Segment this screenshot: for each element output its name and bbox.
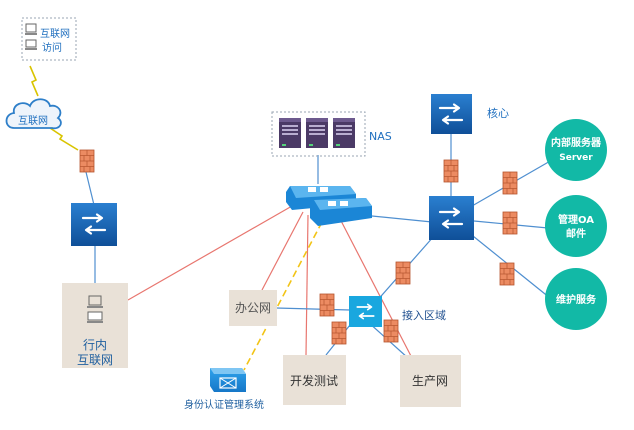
office-net-label: 办公网 [235,300,271,315]
firewall-icon [502,211,518,235]
auth-device-icon [210,368,246,392]
access-zone-label: 接入区域 [402,309,446,322]
firewall-icon [502,171,518,195]
internal-server-pill[interactable]: 内部服务器 Server [545,119,607,181]
internet-access-node: 互联网 访问 [21,17,77,61]
switch-icon-central-front [310,198,372,226]
central-switch-stack [286,186,372,226]
internal-server-label-1: 内部服务器 [551,136,602,149]
firewall-icon [79,149,95,173]
firewall-icon [395,261,411,285]
server-icon [306,118,328,148]
switch-icon-right [429,196,474,240]
firewall-icon [383,319,399,343]
switch-icon-left [71,203,117,246]
production-label: 生产网 [412,374,448,388]
internet-cloud-label: 互联网 [18,115,48,127]
lightning-link-cloud [49,127,79,151]
computer-icon [87,295,103,323]
internal-internet-panel: 行内 互联网 [62,283,128,368]
nas-node: NAS [271,111,392,157]
production-panel: 生产网 [400,355,461,407]
internal-internet-label-2: 互联网 [77,353,113,367]
internal-internet-box [62,283,128,368]
firewall-icon [319,293,335,317]
internet-access-label-2: 访问 [42,41,62,54]
office-net-panel: 办公网 [229,290,277,326]
auth-system-node: 身份认证管理系统 [184,368,264,411]
switch-icon-access [349,296,382,327]
auth-system-label: 身份认证管理系统 [184,398,264,411]
dev-test-label: 开发测试 [290,373,338,388]
server-icon [279,118,301,148]
lightning-link-top [29,65,39,97]
mail-pill[interactable]: 管理OA 邮件 [545,195,607,257]
server-icon [333,118,355,148]
cloud-icon: 互联网 [5,98,62,130]
internet-access-label-1: 互联网 [40,28,70,40]
nas-frame [271,111,366,157]
firewall-icon [499,262,515,286]
internal-server-label-2: Server [559,153,593,163]
switch-icon-core [431,94,472,134]
mail-label-1: 管理OA [558,213,594,226]
computer-icon [25,23,37,50]
mail-label-2: 邮件 [566,227,586,240]
internal-internet-label-1: 行内 [83,338,107,352]
maintenance-pill[interactable]: 维护服务 [545,268,607,330]
core-label: 核心 [487,106,509,120]
nas-label: NAS [369,130,392,143]
maintenance-label: 维护服务 [556,293,597,306]
firewall-icon [443,159,459,183]
dev-test-panel: 开发测试 [283,355,346,405]
firewall-icon [331,321,347,345]
